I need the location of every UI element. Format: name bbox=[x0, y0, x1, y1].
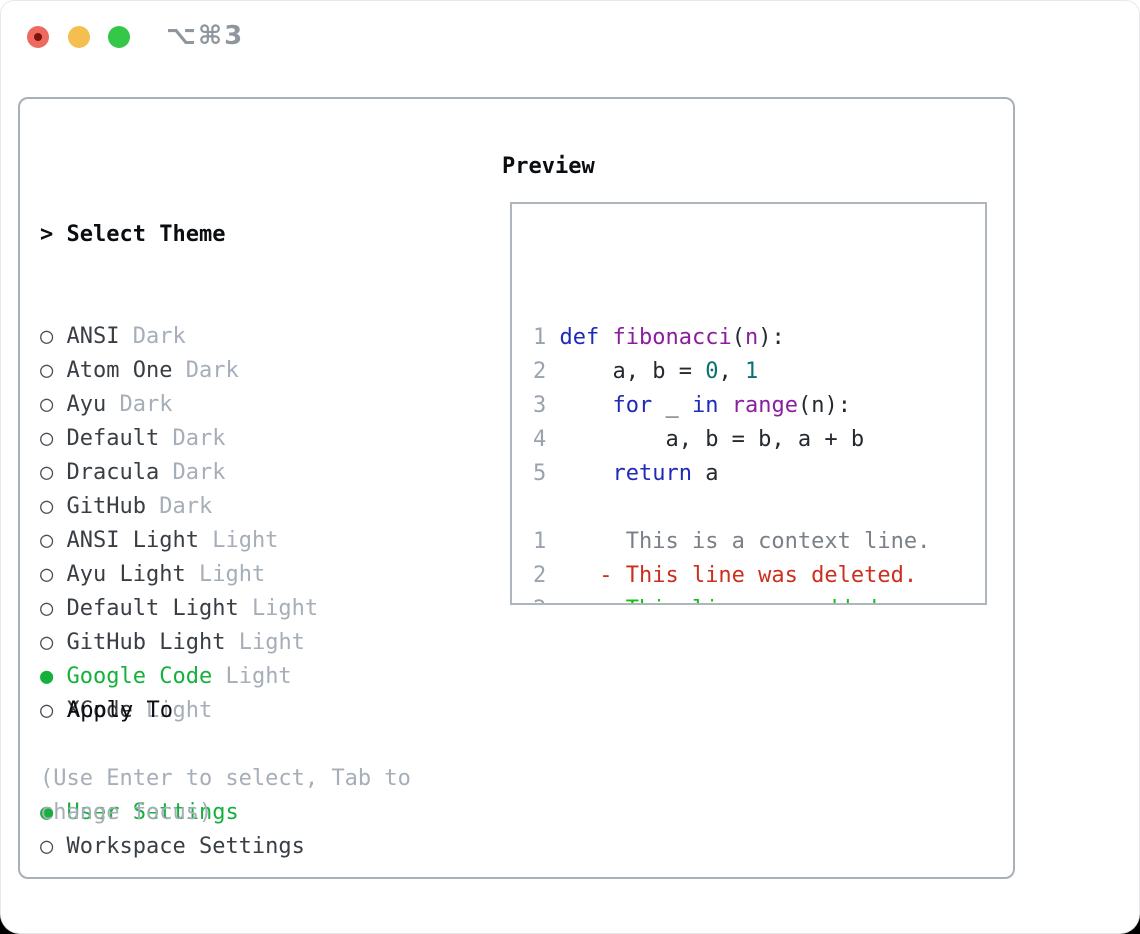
radio-icon: ○ bbox=[40, 596, 54, 621]
preview-line: 2 a, b = 0, 1 bbox=[533, 359, 759, 384]
theme-option[interactable]: ○ ANSI Dark bbox=[40, 320, 318, 354]
theme-option[interactable]: ○ Atom One Dark bbox=[40, 354, 318, 388]
theme-option[interactable]: ○ Ayu Light Light bbox=[40, 558, 318, 592]
titlebar: ⌥⌘3 bbox=[0, 0, 1140, 76]
theme-name: Dracula bbox=[66, 460, 160, 485]
radio-selected-icon: ● bbox=[40, 800, 54, 825]
radio-icon: ○ bbox=[40, 834, 54, 859]
theme-option[interactable]: ○ XCode Light bbox=[40, 694, 318, 728]
theme-option[interactable]: ○ Dracula Dark bbox=[40, 456, 318, 490]
theme-option[interactable]: ● Google Code Light bbox=[40, 660, 318, 694]
radio-icon: ○ bbox=[40, 698, 54, 723]
radio-icon: ○ bbox=[40, 630, 54, 655]
theme-option[interactable]: ○ Default Dark bbox=[40, 422, 318, 456]
zoom-button[interactable] bbox=[108, 26, 130, 48]
apply-to-list: ● User Settings○ Workspace Settings bbox=[40, 796, 305, 864]
radio-icon: ○ bbox=[40, 426, 54, 451]
theme-variant: Light bbox=[225, 664, 292, 689]
close-button[interactable] bbox=[27, 26, 49, 48]
theme-name: XCode bbox=[66, 698, 133, 723]
focus-caret-icon: > bbox=[40, 222, 54, 247]
preview-line: 4 a, b = b, a + b bbox=[533, 427, 865, 452]
preview-line: 1 This is a context line. bbox=[533, 529, 931, 554]
theme-option[interactable]: ○ GitHub Dark bbox=[40, 490, 318, 524]
radio-selected-icon: ● bbox=[40, 664, 54, 689]
theme-variant: Dark bbox=[132, 324, 186, 349]
minimize-button[interactable] bbox=[68, 26, 90, 48]
theme-variant: Dark bbox=[119, 392, 173, 417]
theme-name: Google Code bbox=[66, 664, 213, 689]
preview-line: 2 - This line was deleted. bbox=[533, 563, 918, 588]
theme-name: Default bbox=[66, 426, 160, 451]
theme-variant: Light bbox=[251, 596, 319, 621]
theme-variant: Dark bbox=[172, 426, 226, 451]
theme-name: Default Light bbox=[66, 596, 239, 621]
theme-variant: Light bbox=[212, 528, 279, 553]
radio-icon: ○ bbox=[40, 528, 54, 553]
apply-to-block: Apply To ● User Settings○ Workspace Sett… bbox=[40, 626, 305, 932]
radio-icon: ○ bbox=[40, 460, 54, 485]
preview-line: 2 + This line was added. bbox=[533, 593, 985, 603]
apply-option-label: Workspace Settings bbox=[66, 834, 305, 859]
theme-name: GitHub bbox=[66, 494, 146, 519]
theme-option[interactable]: ○ Ayu Dark bbox=[40, 388, 318, 422]
theme-name: GitHub Light bbox=[66, 630, 226, 655]
apply-option[interactable]: ● User Settings bbox=[40, 796, 305, 830]
main-panel: > Select Theme ○ ANSI Dark○ Atom One Dar… bbox=[18, 97, 1015, 879]
code-preview: 1 def fibonacci(n): 2 a, b = 0, 1 3 for _ … bbox=[512, 272, 985, 603]
radio-icon: ○ bbox=[40, 358, 54, 383]
theme-name: ANSI Light bbox=[66, 528, 199, 553]
preview-line bbox=[533, 491, 985, 525]
window-title-shortcut: ⌥⌘3 bbox=[166, 21, 245, 51]
apply-option[interactable]: ○ Workspace Settings bbox=[40, 830, 305, 864]
theme-variant: Dark bbox=[159, 494, 213, 519]
hint-text: (Use Enter to select, Tab to change focu… bbox=[40, 766, 411, 825]
theme-option[interactable]: ○ Default Light Light bbox=[40, 592, 318, 626]
select-theme-label: Select Theme bbox=[66, 222, 226, 247]
theme-variant: Dark bbox=[185, 358, 239, 383]
radio-icon: ○ bbox=[40, 392, 54, 417]
theme-variant: Dark bbox=[172, 460, 226, 485]
preview-box: 1 def fibonacci(n): 2 a, b = 0, 1 3 for _ … bbox=[510, 202, 987, 605]
theme-list: ○ ANSI Dark○ Atom One Dark○ Ayu Dark○ De… bbox=[40, 320, 318, 728]
theme-list-block: > Select Theme ○ ANSI Dark○ Atom One Dar… bbox=[40, 150, 318, 796]
preview-title: Preview bbox=[502, 154, 595, 179]
theme-variant: Light bbox=[238, 630, 305, 655]
theme-name: ANSI bbox=[66, 324, 120, 349]
preview-line: 1 def fibonacci(n): bbox=[533, 325, 785, 350]
apply-option-label: User Settings bbox=[66, 800, 239, 825]
theme-option[interactable]: ○ GitHub Light Light bbox=[40, 626, 318, 660]
theme-variant: Light bbox=[145, 698, 213, 723]
radio-icon: ○ bbox=[40, 494, 54, 519]
theme-option[interactable]: ○ ANSI Light Light bbox=[40, 524, 318, 558]
theme-name: Atom One bbox=[66, 358, 173, 383]
apply-to-header: Apply To bbox=[67, 698, 173, 723]
theme-variant: Light bbox=[198, 562, 266, 587]
radio-icon: ○ bbox=[40, 562, 54, 587]
preview-line: 3 for _ in range(n): bbox=[533, 393, 851, 418]
theme-name: Ayu bbox=[66, 392, 107, 417]
radio-icon: ○ bbox=[40, 324, 54, 349]
preview-line: 5 return a bbox=[533, 461, 719, 486]
close-dot-icon bbox=[34, 33, 42, 41]
theme-name: Ayu Light bbox=[66, 562, 186, 587]
select-theme-header: > Select Theme bbox=[40, 218, 318, 252]
